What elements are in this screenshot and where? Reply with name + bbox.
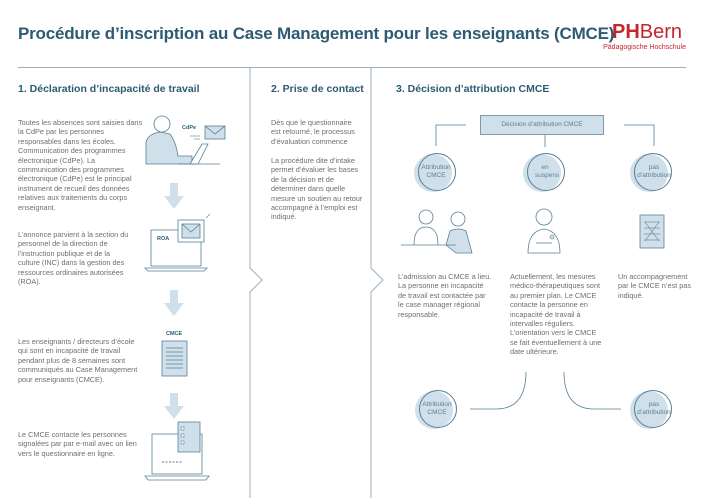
arrow-down-icon xyxy=(164,393,184,419)
cmce-label: CMCE xyxy=(166,331,183,337)
person-laptop-icon xyxy=(145,115,226,165)
logo: PHBern xyxy=(612,22,682,42)
outcome-circle-no-attribution: pas d’attribution xyxy=(630,153,672,192)
header-divider xyxy=(18,67,686,68)
contact-text-2: La procédure dite d’intake permet d’éval… xyxy=(271,156,363,222)
outcome-text-pending: Actuellement, les mesures médico-thérape… xyxy=(510,272,602,357)
step-4-text: Le CMCE contacte les personnes signalées… xyxy=(18,430,137,458)
rejected-document-icon xyxy=(639,214,665,249)
roa-label: ROA xyxy=(157,236,170,242)
logo-ph: PH xyxy=(612,21,640,43)
outcome-circle-pending: en suspens xyxy=(523,153,565,192)
outcome-text-attribution: L’admission au CMCE a lieu. La personne … xyxy=(398,272,492,319)
followup-circle-attribution: Attribution CMCE xyxy=(415,390,457,429)
step-3-text: Les enseignants / directeurs d’école qui… xyxy=(18,337,138,384)
section-3-heading: 3. Décision d’attribution CMCE xyxy=(396,83,550,95)
section-1-heading: 1. Déclaration d’incapacité de travail xyxy=(18,83,200,95)
arrow-down-icon xyxy=(164,183,184,209)
document-icon xyxy=(161,340,188,377)
cdpe-label: CdPe xyxy=(182,125,197,131)
contact-text-1: Dès que le questionnaire est retourné, l… xyxy=(271,118,355,146)
step-1-text: Toutes les absences sont saisies dans la… xyxy=(18,118,143,212)
logo-subtitle: Pädagogische Hochschule xyxy=(603,44,686,51)
outcome-circle-attribution: Attribution CMCE xyxy=(414,153,456,192)
laptop-questionnaire-icon xyxy=(144,421,210,481)
logo-bern: Bern xyxy=(639,21,683,43)
doctor-icon xyxy=(527,208,561,254)
step-2-text: L’annonce parvient à la section du perso… xyxy=(18,230,129,287)
outcome-text-no-attribution: Un accompagnement par le CMCE n’est pas … xyxy=(618,272,691,300)
meeting-people-icon xyxy=(401,209,473,254)
followup-circle-no-attribution: pas d’attribution xyxy=(630,390,672,429)
section-2-heading: 2. Prise de contact xyxy=(271,83,364,95)
page-title: Procédure d’inscription au Case Manageme… xyxy=(18,24,615,43)
arrow-down-icon xyxy=(164,290,184,316)
laptop-mail-icon xyxy=(144,213,211,272)
decision-box: Décision d’attribution CMCE xyxy=(480,115,604,135)
